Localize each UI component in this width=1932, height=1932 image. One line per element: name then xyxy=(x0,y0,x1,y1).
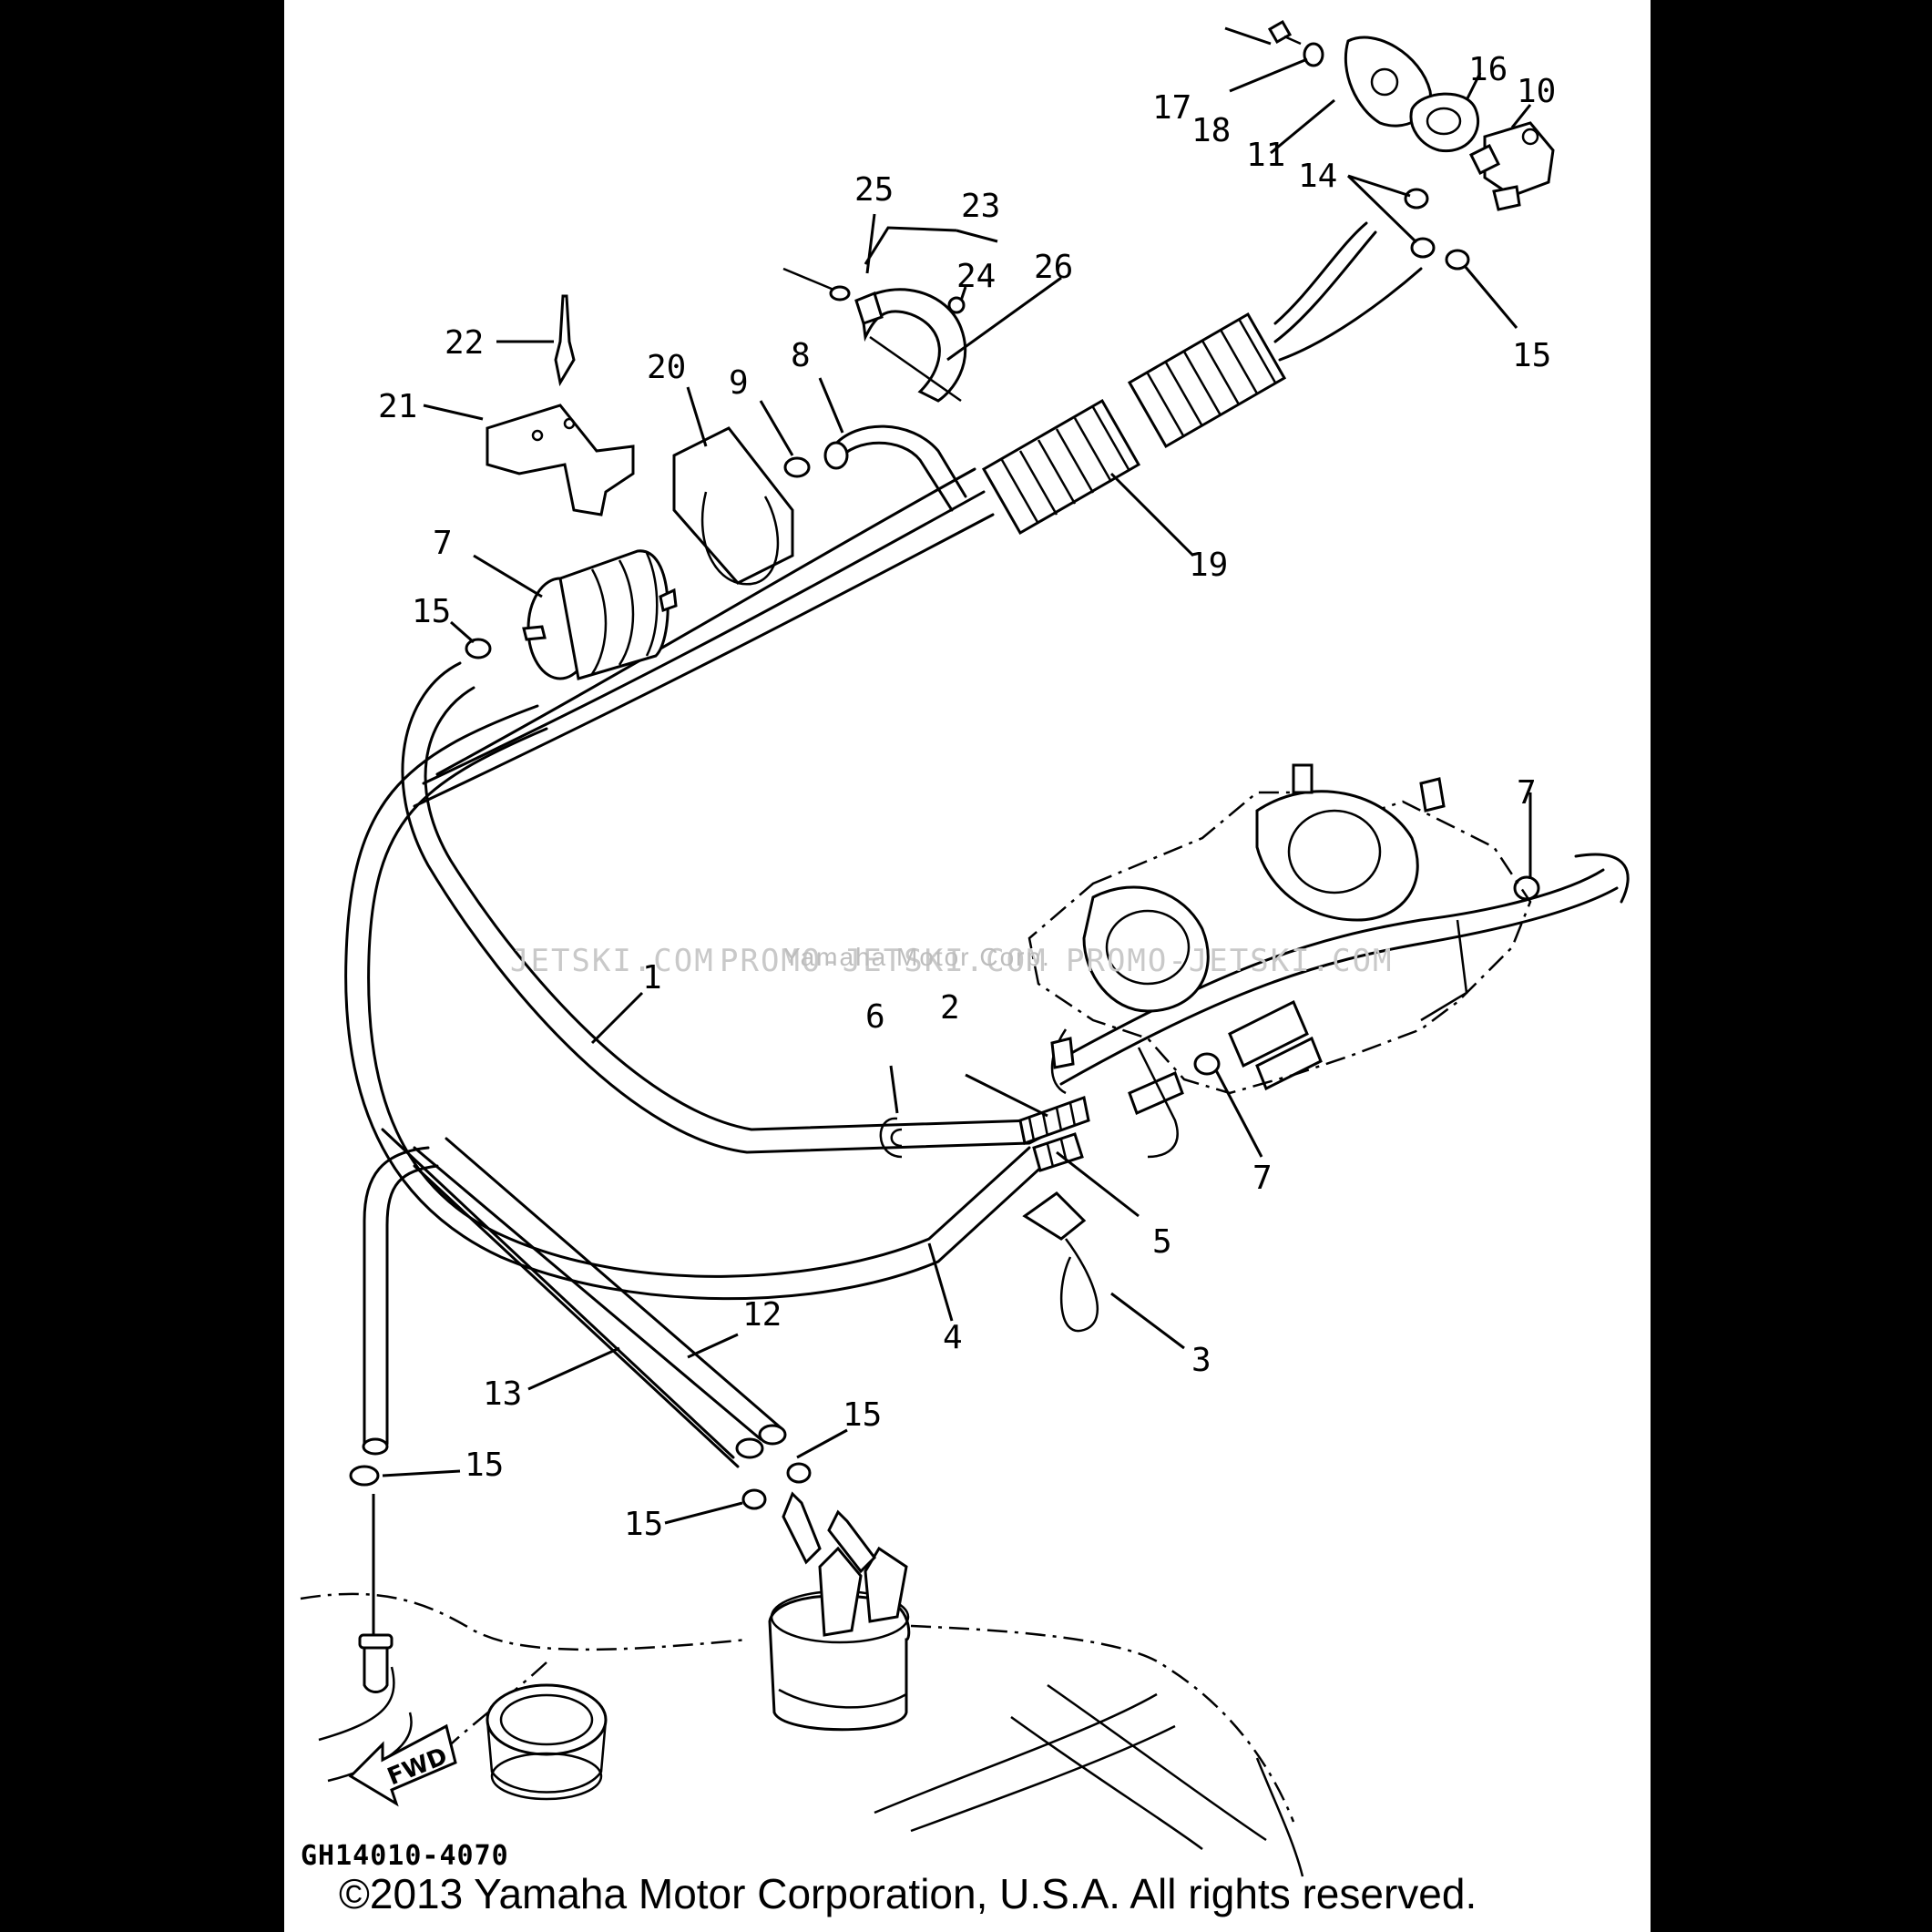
push-pin xyxy=(554,294,576,387)
tank-vent-nipple xyxy=(358,1633,394,1693)
carburetor-assembly xyxy=(1027,763,1532,1159)
hose-holder-clamp xyxy=(1022,1191,1099,1333)
fuel-tank xyxy=(300,1592,1304,1877)
fuel-sender-unit xyxy=(768,1491,911,1732)
cable-tie-clamp xyxy=(782,267,967,403)
callout-11: 10 xyxy=(1517,73,1556,110)
callout-26: 26 xyxy=(1034,249,1073,286)
hose-joints xyxy=(1018,999,1323,1172)
callout-23: 23 xyxy=(961,188,1000,225)
callout-17: 17 xyxy=(1152,89,1191,127)
callout-8: 7 xyxy=(433,525,453,562)
corrugated-sleeve xyxy=(981,221,1423,536)
callout-3: 3 xyxy=(1191,1342,1211,1379)
callout-15-outlet-upper: 15 xyxy=(843,1396,882,1434)
filler-neck xyxy=(486,1683,608,1801)
leader-lines xyxy=(372,26,1532,1635)
callout-2: 2 xyxy=(940,989,960,1027)
watermark-promo-jetski-left: PROMO-JETSKI.COM xyxy=(720,943,1048,979)
mounting-bracket xyxy=(486,404,635,516)
callout-1: 1 xyxy=(642,959,662,997)
callout-20: 20 xyxy=(647,349,686,386)
callout-16: 16 xyxy=(1468,51,1508,88)
callout-15-steering-lower: 15 xyxy=(1512,337,1551,374)
callout-15-vent: 15 xyxy=(465,1446,504,1484)
callout-7-upper: 7 xyxy=(1517,774,1537,812)
callout-13: 12 xyxy=(742,1296,782,1334)
callout-15-filter: 15 xyxy=(412,593,451,630)
callout-7-lower: 7 xyxy=(1252,1160,1273,1197)
callout-25: 25 xyxy=(854,171,894,209)
hoses xyxy=(344,424,1630,1468)
callout-6: 6 xyxy=(865,998,885,1036)
hose-clip xyxy=(879,1117,903,1159)
callout-labels: 17 18 11 16 10 14 15 25 23 24 26 22 21 2… xyxy=(378,51,1556,1543)
callout-21: 21 xyxy=(378,388,417,425)
filter-bracket xyxy=(672,426,794,586)
callout-24: 24 xyxy=(956,258,996,295)
callout-15-outlet-lower: 15 xyxy=(624,1506,663,1543)
callout-19: 19 xyxy=(1189,547,1228,584)
callout-5: 5 xyxy=(1152,1223,1172,1261)
callout-14: 13 xyxy=(483,1375,522,1413)
callout-18: 18 xyxy=(1191,112,1231,149)
watermark-promo-jetski-right: PROMO-JETSKI.COM xyxy=(1066,943,1394,979)
fwd-arrow: FWD xyxy=(348,1723,457,1807)
callout-15-steering-upper: 14 xyxy=(1298,158,1337,195)
callout-12: 11 xyxy=(1246,137,1285,174)
hose-clamps xyxy=(349,188,1540,1510)
watermark-yamaha: Yamaha Motor Corp. xyxy=(783,943,1051,971)
drawing-code: GH14010-4070 xyxy=(301,1840,509,1872)
callout-10: 9 xyxy=(729,364,749,402)
callout-4: 4 xyxy=(943,1319,963,1356)
callout-22: 22 xyxy=(445,324,484,362)
watermark-jetski: JETSKI.COM xyxy=(510,943,715,979)
fuel-cock-valve xyxy=(1267,19,1555,211)
callout-9: 8 xyxy=(791,337,811,374)
copyright-notice: ©2013 Yamaha Motor Corporation, U.S.A. A… xyxy=(339,1870,1477,1917)
diagram-sheet xyxy=(284,0,1651,1932)
fuel-filter xyxy=(522,549,678,680)
